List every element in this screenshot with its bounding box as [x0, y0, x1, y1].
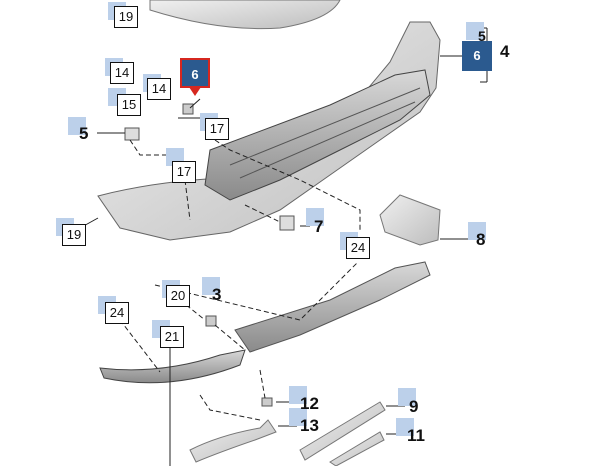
part-label-21: 21	[160, 326, 184, 348]
part-label-3: 3	[212, 285, 222, 304]
part-label-5-b: 5	[478, 28, 486, 44]
lower-trim	[99, 349, 246, 384]
strip-9	[299, 401, 386, 461]
part-label-8: 8	[476, 230, 486, 249]
part-13	[189, 419, 277, 463]
marker-square	[398, 388, 416, 406]
marker-square	[468, 222, 486, 240]
trim-piece	[379, 194, 441, 246]
marker-square	[466, 22, 484, 40]
part-label-14: 14	[110, 62, 134, 84]
part-label-24: 24	[346, 237, 370, 259]
part-label-17-b: 17	[172, 161, 196, 183]
strip-11	[329, 431, 385, 466]
bumper-carrier	[204, 69, 431, 201]
clip-7	[279, 215, 295, 231]
part-label-20: 20	[166, 285, 190, 307]
highlighted-part-marker-side[interactable]: 6	[462, 41, 492, 71]
part-label-11: 11	[407, 426, 425, 445]
part-label-14-b: 14	[147, 78, 171, 100]
part-label-19: 19	[62, 224, 86, 246]
part-label-5: 5	[79, 124, 89, 143]
part-label-9: 9	[409, 397, 419, 416]
clip-3	[205, 315, 217, 327]
clip-12	[261, 397, 273, 407]
part-label-7: 7	[314, 217, 324, 236]
marker-square	[306, 208, 324, 226]
clip-5	[124, 127, 140, 141]
marker-square	[289, 386, 307, 404]
marker-square	[396, 418, 414, 436]
part-label-13: 13	[300, 416, 319, 435]
marker-square	[289, 408, 307, 426]
part-label-4: 4	[500, 42, 510, 61]
highlighted-part-marker[interactable]: 6	[180, 58, 210, 88]
part-label-15: 15	[117, 94, 141, 116]
highlight-pointer	[189, 87, 201, 96]
marker-square	[68, 117, 86, 135]
clip-14	[182, 103, 194, 115]
marker-square	[202, 277, 220, 295]
part-label-19-top: 19	[114, 6, 138, 28]
part-label-12: 12	[300, 394, 319, 413]
part-label-17: 17	[205, 118, 229, 140]
leader-lines	[79, 27, 490, 466]
part-label-24-b: 24	[105, 302, 129, 324]
diffuser	[234, 261, 431, 353]
body-panel-top	[149, 0, 341, 30]
